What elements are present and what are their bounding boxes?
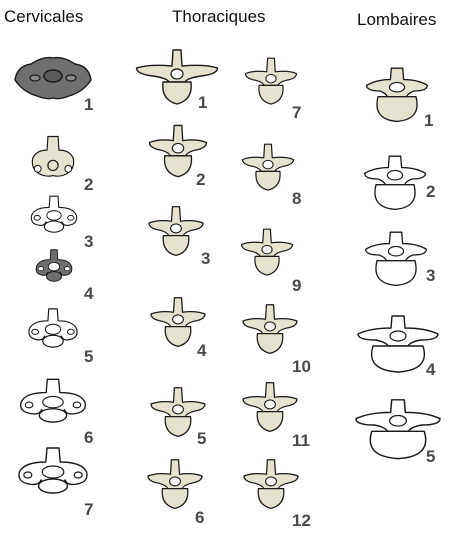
header-cervicales: Cervicales xyxy=(4,7,83,26)
thoracic-vertebra-label-3: 3 xyxy=(201,249,210,268)
thoracic-vertebra-2 xyxy=(150,125,207,176)
cervical-vertebra-label-5: 5 xyxy=(84,347,93,366)
thoracic-vertebra-label-9: 9 xyxy=(292,276,301,295)
cervical-vertebra-7 xyxy=(19,448,87,493)
thoracic-vertebra-label-8: 8 xyxy=(292,189,301,208)
cervical-vertebra-6 xyxy=(21,379,86,422)
thoracic-vertebra-label-5: 5 xyxy=(197,429,206,448)
cervical-vertebra-label-2: 2 xyxy=(84,175,93,194)
lumbar-vertebra-2 xyxy=(365,156,426,209)
cervical-vertebra-label-3: 3 xyxy=(84,232,93,251)
lumbar-vertebra-3 xyxy=(366,232,427,285)
lumbar-vertebra-label-1: 1 xyxy=(424,111,433,130)
lumbar-vertebra-label-3: 3 xyxy=(426,266,435,285)
header-lombaires: Lombaires xyxy=(357,10,436,29)
cervical-vertebra-5 xyxy=(29,309,77,347)
thoracic-vertebra-6 xyxy=(148,460,202,509)
lumbar-vertebra-1 xyxy=(367,68,428,121)
cervical-vertebra-4 xyxy=(36,250,72,281)
cervical-vertebra-3 xyxy=(31,196,76,232)
thoracic-vertebra-label-6: 6 xyxy=(195,508,204,527)
thoracic-vertebra-label-12: 12 xyxy=(292,511,311,529)
lumbar-vertebra-label-4: 4 xyxy=(426,360,436,379)
cervical-vertebra-label-6: 6 xyxy=(84,428,93,447)
thoracic-vertebra-label-10: 10 xyxy=(292,357,311,376)
thoracic-vertebra-label-4: 4 xyxy=(197,341,207,360)
thoracic-vertebra-10 xyxy=(243,305,297,354)
thoracic-vertebra-9 xyxy=(242,229,293,275)
cervical-vertebra-2 xyxy=(32,137,73,177)
cervical-vertebra-label-1: 1 xyxy=(84,95,93,114)
cervical-vertebra-1 xyxy=(15,58,91,99)
cervical-vertebra-label-4: 4 xyxy=(84,284,94,303)
thoracic-vertebra-8 xyxy=(243,144,294,190)
header-thoraciques: Thoraciques xyxy=(172,7,266,26)
cervical-vertebra-label-7: 7 xyxy=(84,500,93,519)
lumbar-vertebra-label-5: 5 xyxy=(426,447,435,466)
thoracic-vertebra-7 xyxy=(246,58,297,104)
thoracic-vertebra-11 xyxy=(243,383,297,432)
thoracic-vertebra-label-1: 1 xyxy=(198,93,207,112)
lumbar-vertebra-label-2: 2 xyxy=(426,182,435,201)
thoracic-vertebra-label-11: 11 xyxy=(292,431,310,450)
thoracic-vertebra-label-2: 2 xyxy=(196,170,205,189)
thoracic-vertebra-label-7: 7 xyxy=(292,103,301,122)
thoracic-vertebra-4 xyxy=(151,298,205,347)
thoracic-vertebra-12 xyxy=(244,460,298,509)
thoracic-vertebra-3 xyxy=(149,207,203,256)
